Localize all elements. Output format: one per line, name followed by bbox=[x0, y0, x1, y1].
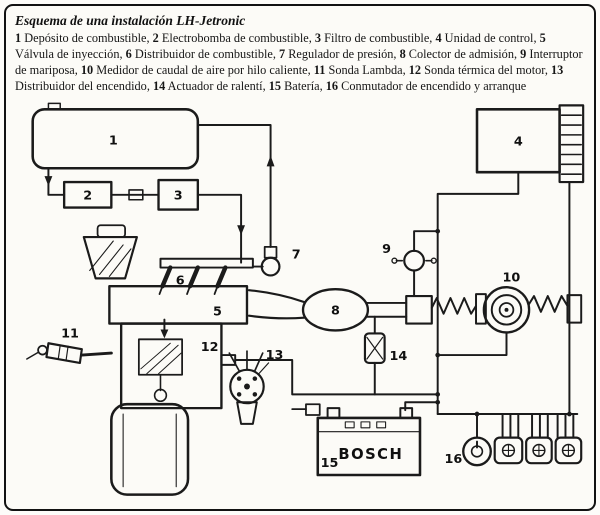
legend-num: 15 bbox=[268, 78, 282, 93]
fuel-pump: 2 bbox=[62, 180, 144, 209]
relay-1 bbox=[493, 436, 524, 465]
label-5: 5 bbox=[213, 305, 222, 320]
control-unit-connector bbox=[558, 104, 585, 184]
legend-label: Conmutador de encendido y arranque bbox=[338, 78, 527, 93]
intake-manifold: 8 bbox=[247, 287, 370, 332]
schematic-drawing: 1 2 3 4 bbox=[26, 102, 585, 496]
exhaust-pipe bbox=[110, 402, 190, 496]
label-16: 16 bbox=[445, 452, 463, 467]
fuel-tank: 1 bbox=[31, 102, 200, 170]
label-3: 3 bbox=[174, 189, 183, 204]
label-13: 13 bbox=[266, 348, 284, 363]
fuel-filter: 3 bbox=[157, 178, 200, 211]
idle-actuator: 14 bbox=[363, 315, 407, 364]
label-6: 6 bbox=[176, 273, 185, 288]
legend-label: Sonda Lambda, bbox=[325, 62, 409, 77]
label-15: 15 bbox=[321, 456, 339, 471]
legend-num: 13 bbox=[551, 62, 564, 77]
engine-block bbox=[108, 284, 249, 410]
legend-num: 12 bbox=[408, 62, 422, 77]
legend-label: Depósito de combustible, bbox=[21, 31, 153, 45]
air-duct bbox=[365, 293, 583, 325]
air-flow-meter: 10 bbox=[482, 270, 531, 334]
figure-frame: Esquema de una instalación LH-Jetronic 1… bbox=[4, 4, 596, 511]
legend-num: 10 bbox=[80, 62, 94, 77]
label-2: 2 bbox=[83, 189, 92, 204]
legend-label: Filtro de combustible, bbox=[321, 31, 436, 45]
legend-label: Interruptor de mariposa, bbox=[15, 46, 583, 77]
label-8: 8 bbox=[331, 304, 340, 319]
flow-arrows bbox=[44, 155, 275, 339]
legend-num: 1 bbox=[15, 31, 22, 45]
legend-label: Regulador de presión, bbox=[285, 46, 400, 61]
legend-label: Actuador de ralentí, bbox=[165, 78, 269, 93]
relay-2 bbox=[525, 436, 553, 465]
legend-num: 3 bbox=[314, 31, 322, 45]
legend-num: 4 bbox=[435, 31, 442, 45]
label-10: 10 bbox=[503, 270, 521, 285]
throttle-switch: 9 bbox=[382, 242, 437, 297]
legend-label: Unidad de control, bbox=[441, 31, 540, 45]
legend-num: 9 bbox=[520, 46, 527, 61]
legend-label: Batería, bbox=[281, 78, 326, 93]
legend-label: Válvula de inyección, bbox=[15, 46, 126, 61]
label-9: 9 bbox=[382, 242, 391, 257]
legend-num: 8 bbox=[399, 46, 406, 61]
battery: BOSCH 15 bbox=[291, 403, 422, 477]
legend-num: 6 bbox=[125, 46, 132, 61]
legend-label: Medidor de caudal de aire por hilo calie… bbox=[93, 62, 314, 77]
legend-label: Distribuidor del encendido, bbox=[15, 78, 153, 93]
label-1: 1 bbox=[109, 134, 118, 149]
lambda-sensor: 11 bbox=[26, 326, 113, 364]
battery-brand: BOSCH bbox=[338, 446, 403, 463]
air-intake bbox=[82, 224, 138, 280]
ignition-distributor: 13 bbox=[228, 348, 284, 425]
legend-label: Electrobomba de combustible, bbox=[158, 31, 315, 45]
legend-num: 11 bbox=[313, 62, 326, 77]
legend-text: 1 Depósito de combustible, 2 Electrobomb… bbox=[15, 31, 585, 95]
pressure-regulator: 7 bbox=[260, 245, 301, 277]
ignition-switch: 16 bbox=[445, 436, 492, 467]
label-14: 14 bbox=[389, 349, 407, 364]
legend-num: 5 bbox=[539, 31, 546, 45]
legend-num: 7 bbox=[279, 46, 286, 61]
junction-dots bbox=[435, 228, 572, 417]
fuel-rail: 6 bbox=[159, 257, 254, 288]
legend-num: 14 bbox=[152, 78, 166, 93]
label-12: 12 bbox=[201, 340, 219, 355]
injectors: 5 bbox=[158, 265, 228, 320]
legend-num: 16 bbox=[325, 78, 339, 93]
label-7: 7 bbox=[292, 248, 301, 263]
label-4: 4 bbox=[514, 135, 523, 150]
engine-temp-sensor: 12 bbox=[201, 340, 237, 366]
label-11: 11 bbox=[61, 326, 79, 341]
legend-num: 2 bbox=[152, 31, 159, 45]
relay-3 bbox=[554, 436, 583, 465]
legend-label: Colector de admisión, bbox=[405, 46, 521, 61]
control-unit: 4 bbox=[475, 107, 561, 174]
legend-label: Sonda térmica del motor, bbox=[421, 62, 552, 77]
legend-label: Distribuidor de combustible, bbox=[131, 46, 279, 61]
figure-title: Esquema de una instalación LH-Jetronic bbox=[15, 13, 246, 28]
